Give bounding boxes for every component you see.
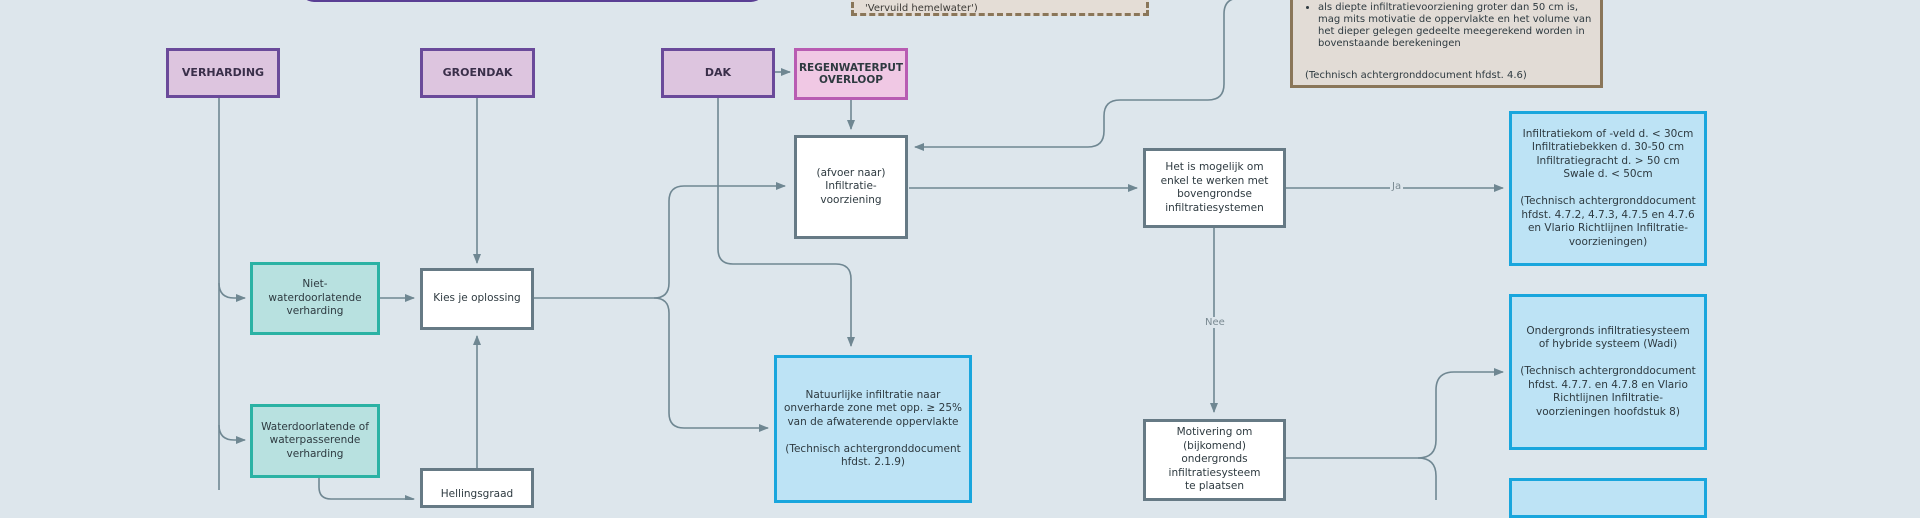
node-groendak: GROENDAK [420, 48, 535, 98]
node-ondergronds-infiltratiesysteem: Ondergronds infiltratiesysteem of hybrid… [1509, 294, 1707, 450]
node-kies-label: Kies je oplossing [433, 292, 521, 305]
edge-dak-to-natuurlijke [717, 98, 855, 347]
note-bullet: als diepte infiltratievoorziening groter… [1318, 2, 1599, 50]
node-groendak-label: GROENDAK [442, 66, 513, 80]
node-natuurlijke-infiltratie: Natuurlijke infiltratie naar onverharde … [774, 355, 972, 503]
edge-to-niet-waterdoorlatend [218, 282, 246, 302]
note-diepte: als diepte infiltratievoorziening groter… [1290, 0, 1603, 88]
node-verharding: VERHARDING [166, 48, 280, 98]
node-extra-blue-fragment [1509, 478, 1707, 518]
node-niet-waterdoorlatende-verharding: Niet-waterdoorlatende verharding [250, 262, 380, 335]
edge-kies-to-infiltratie [653, 182, 786, 299]
edge-motivering-down [1417, 457, 1437, 500]
note-bullet-text: als diepte infiltratievoorziening groter… [1318, 2, 1592, 49]
node-motivering-label: Motivering om (bijkomend) ondergronds in… [1168, 426, 1261, 493]
node-mogelijk-bovengronds: Het is mogelijk om enkel te werken met b… [1143, 148, 1286, 228]
node-waterdoorlatende-verharding: Waterdoorlatende of waterpasserende verh… [250, 404, 380, 478]
node-bovengronds-label: Infiltratiekom of -veld d. < 30cm Infilt… [1520, 127, 1696, 248]
node-hellingsgraad-label: Hellingsgraad [440, 488, 514, 500]
node-ondergronds-label: Ondergronds infiltratiesysteem of hybrid… [1520, 324, 1696, 418]
node-infiltratievoorziening-label: (afvoer naar) Infiltratie- voorziening [816, 166, 886, 206]
node-niet-waterdoorlatend-label: Niet-waterdoorlatende verharding [268, 278, 362, 318]
purple-banner-fragment [300, 0, 765, 2]
flow-connectors [218, 0, 1504, 500]
dashed-note-fragment: 'Vervuild hemelwater') [851, 0, 1149, 16]
edge-note-to-infiltratie [914, 0, 1233, 151]
edge-to-waterdoorlatend [218, 424, 246, 444]
node-regenwaterput-overloop: REGENWATERPUT OVERLOOP [794, 48, 908, 100]
node-mogelijk-label: Het is mogelijk om enkel te werken met b… [1160, 161, 1269, 214]
node-kies-je-oplossing: Kies je oplossing [420, 268, 534, 330]
note-bullet-list: als diepte infiltratievoorziening groter… [1304, 2, 1599, 50]
edge-motivering-to-ondergronds [1286, 368, 1504, 459]
node-waterdoorlatend-label: Waterdoorlatende of waterpasserende verh… [261, 420, 369, 460]
node-bovengrondse-systemen: Infiltratiekom of -veld d. < 30cm Infilt… [1509, 111, 1707, 266]
edge-label-nee: Nee [1203, 317, 1227, 328]
node-verharding-label: VERHARDING [181, 66, 265, 80]
node-dak: DAK [661, 48, 775, 98]
node-infiltratievoorziening: (afvoer naar) Infiltratie- voorziening [794, 135, 908, 239]
note-reference: (Technisch achtergronddocument hfdst. 4.… [1305, 70, 1527, 81]
edge-waterdoorlatend-to-helling [318, 475, 415, 500]
node-motivering-ondergronds: Motivering om (bijkomend) ondergronds in… [1143, 419, 1286, 501]
edge-kies-to-natuurlijke [653, 297, 769, 432]
node-natuurlijke-label: Natuurlijke infiltratie naar onverharde … [783, 388, 962, 469]
edge-label-ja: Ja [1390, 181, 1404, 192]
node-dak-label: DAK [704, 66, 732, 80]
node-regenwaterput-label: REGENWATERPUT OVERLOOP [798, 61, 904, 87]
dashed-note-text: 'Vervuild hemelwater') [865, 3, 978, 14]
node-hellingsgraad: Hellingsgraad [420, 468, 534, 508]
